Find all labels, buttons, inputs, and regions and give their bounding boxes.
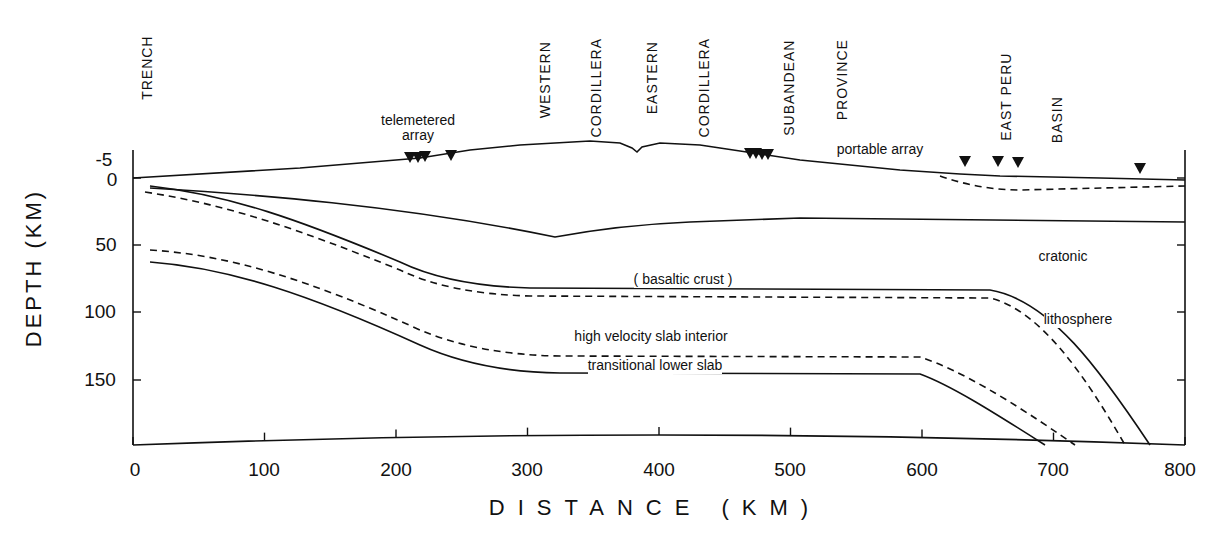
tick <box>395 430 396 438</box>
distance-tick-label: 400 <box>643 460 675 481</box>
depth-tick-label: -5 <box>96 150 113 171</box>
tick <box>1177 244 1185 245</box>
depth-tick-label: 150 <box>84 370 116 391</box>
distance-tick-label: 100 <box>248 460 280 481</box>
region-label: TRENCH <box>140 36 155 100</box>
station <box>992 156 1004 167</box>
tick <box>921 430 922 438</box>
layer-label: high velocity slab interior <box>574 329 727 344</box>
layer-label: ( basaltic crust ) <box>634 272 733 287</box>
layer-label: cratonic <box>1038 249 1087 264</box>
tick <box>1177 177 1185 178</box>
station <box>1134 163 1146 174</box>
tick <box>1177 311 1185 312</box>
tick <box>1053 433 1054 441</box>
tick <box>527 428 528 436</box>
moho <box>150 188 1185 237</box>
tick <box>1184 437 1185 445</box>
slab-top <box>150 186 1150 445</box>
station <box>445 150 457 161</box>
axis-ticks <box>133 178 1185 445</box>
frame-left <box>132 150 134 445</box>
axis-title: DISTANCE (KM) <box>489 496 821 520</box>
region-label: PROVINCE <box>835 39 850 120</box>
depth-tick-label: 0 <box>107 170 118 191</box>
topography <box>133 141 1185 180</box>
distance-tick-label: 800 <box>1164 460 1196 481</box>
distance-tick-label: 200 <box>380 460 412 481</box>
stations <box>404 148 1146 174</box>
distance-tick-label: 0 <box>130 460 141 481</box>
region-label: SUBANDEAN <box>782 40 797 136</box>
basaltic-crust-base <box>145 192 1125 445</box>
distance-tick-label: 700 <box>1037 460 1069 481</box>
station <box>762 149 774 160</box>
depth-tick-label: 100 <box>84 302 116 323</box>
region-label: CORDILLERA <box>697 38 712 137</box>
tick <box>658 427 659 435</box>
tick <box>133 244 141 245</box>
frame-right <box>1184 150 1186 445</box>
tick <box>133 311 141 312</box>
tick <box>1177 379 1185 380</box>
basin-sediment <box>940 176 1185 190</box>
layer-label: transitional lower slab <box>588 358 723 373</box>
region-label: WESTERN <box>537 41 552 118</box>
array-label: portable array <box>837 142 923 157</box>
region-label: BASIN <box>1050 96 1065 143</box>
tick <box>133 177 141 178</box>
tick <box>132 437 133 445</box>
distance-tick-label: 600 <box>906 460 938 481</box>
slab-interior-base <box>150 250 1075 445</box>
depth-tick-label: 50 <box>95 235 116 256</box>
tick <box>133 379 141 380</box>
station <box>419 151 431 162</box>
tick <box>264 433 265 441</box>
region-label: EASTERN <box>645 41 660 114</box>
frame-bottom <box>133 435 1185 445</box>
distance-tick-label: 300 <box>511 460 543 481</box>
axis-title: DEPTH (KM) <box>22 189 46 347</box>
tick <box>790 428 791 436</box>
region-label: CORDILLERA <box>589 38 604 137</box>
station <box>1012 157 1024 168</box>
layer-label: lithosphere <box>1044 312 1113 327</box>
array-label: telemetered array <box>372 113 464 144</box>
distance-tick-label: 500 <box>774 460 806 481</box>
slab-bottom <box>150 262 1045 445</box>
region-label: EAST PERU <box>999 53 1014 141</box>
station <box>959 156 971 167</box>
